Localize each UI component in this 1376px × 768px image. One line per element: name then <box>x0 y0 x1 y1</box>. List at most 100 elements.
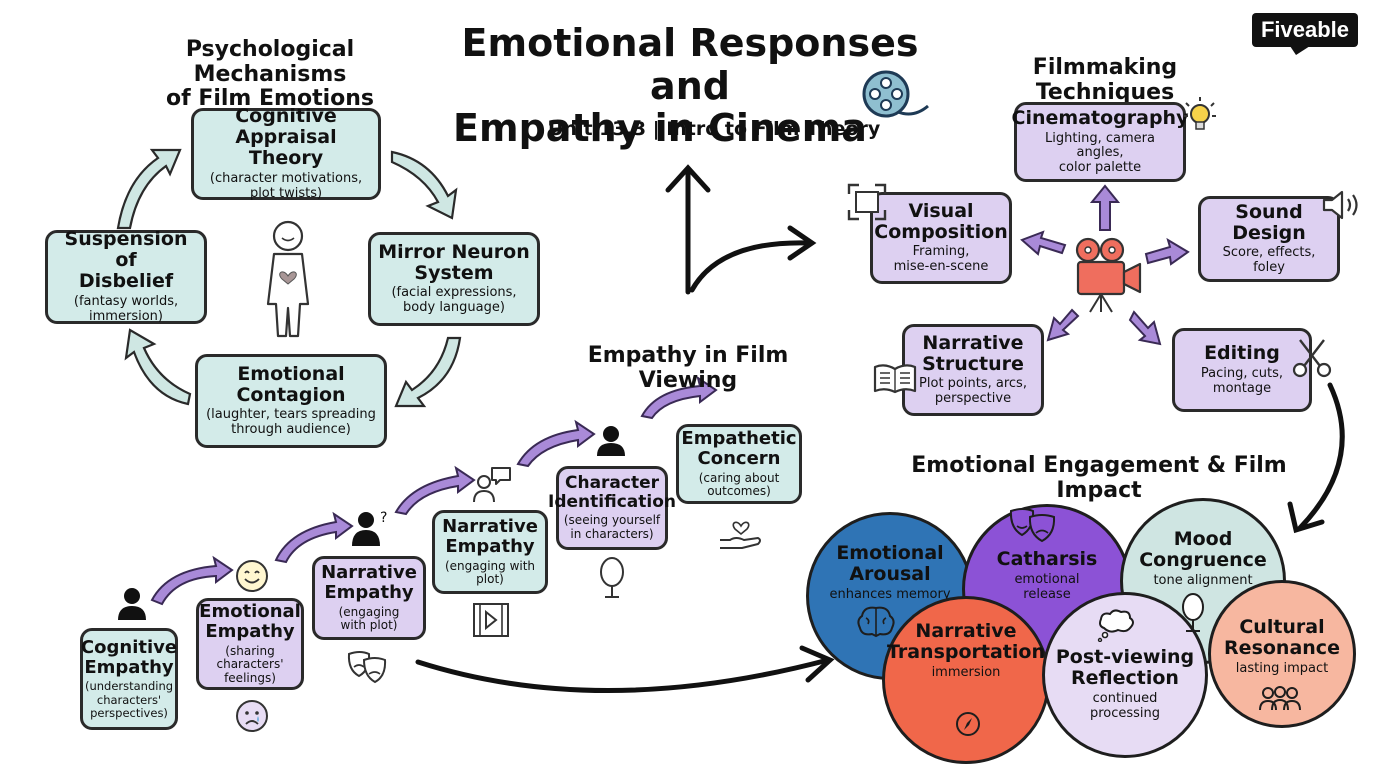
node-title: Appraisal Theory <box>235 126 337 170</box>
circle-desc: lasting impact <box>1235 660 1329 676</box>
compass-icon <box>956 712 980 736</box>
node-visual-composition[interactable]: Visual Composition Framing, mise-en-scen… <box>870 192 1012 284</box>
step-title: Narrative <box>442 515 538 537</box>
circle-title: Post-viewing <box>1055 646 1195 668</box>
page-subtitle: Unit 13.3 | Intro to Film Theory <box>548 118 881 140</box>
node-title: Contagion <box>236 383 346 406</box>
step-narrative-empathy-2[interactable]: Narrative Empathy (engaging with plot) <box>432 510 548 594</box>
step-character-identification[interactable]: Character Identification (seeing yoursel… <box>548 466 676 550</box>
page-title: Emotional Responses and Empathy in Cinem… <box>440 22 940 150</box>
step-title: Emotional <box>199 601 301 623</box>
node-cognitive-appraisal[interactable]: Cognitive Appraisal Theory (character mo… <box>191 106 381 201</box>
mirror-icon-2 <box>1182 593 1204 632</box>
node-editing[interactable]: Editing Pacing, cuts, montage <box>1172 328 1312 412</box>
node-title: Composition <box>874 220 1008 243</box>
node-title: Disbelief <box>78 270 174 293</box>
circle-desc: processing <box>1089 705 1161 721</box>
node-suspension-disbelief[interactable]: Suspension of Disbelief (fantasy worlds,… <box>45 228 207 324</box>
step-desc: feelings) <box>224 671 276 686</box>
node-desc: Lighting, camera angles, <box>1045 130 1155 161</box>
circle-title: Congruence <box>1139 548 1267 571</box>
step-desc: perspectives) <box>90 705 168 720</box>
node-title: Emotional <box>237 362 345 385</box>
brain-icon <box>857 606 895 638</box>
step-title: Empathy <box>324 581 414 603</box>
node-desc: (character motivations, <box>209 170 363 186</box>
speaker-icon <box>1322 190 1358 220</box>
circle-post-viewing-reflection[interactable]: Post-viewing Reflection continued proces… <box>1042 592 1208 758</box>
logo-text: Fiveable <box>1260 17 1350 42</box>
chat-person-icon <box>473 467 511 503</box>
step-desc: (engaging <box>338 604 400 619</box>
engagement-heading: Emotional Engagement & Film Impact <box>911 453 1287 503</box>
node-desc: foley <box>1253 260 1285 276</box>
step-title: Concern <box>697 447 781 469</box>
step-desc: (engaging with <box>444 558 536 573</box>
circle-desc: emotional <box>1014 571 1080 587</box>
movie-camera-icon <box>1075 237 1142 313</box>
step-desc: characters' <box>96 692 162 707</box>
technique-arrows <box>1020 184 1190 346</box>
circle-desc: enhances memory <box>829 586 951 602</box>
node-desc: Plot points, arcs, <box>919 376 1027 392</box>
step-narrative-empathy-1[interactable]: Narrative Empathy (engaging with plot) <box>312 556 426 640</box>
theater-masks-icon <box>347 651 387 684</box>
person-icon <box>118 588 146 620</box>
empathy-heading: Empathy in Film Viewing <box>587 343 789 393</box>
circle-desc: immersion <box>931 664 1001 680</box>
node-sound-design[interactable]: Sound Design Score, effects, foley <box>1198 196 1340 282</box>
circle-desc: release <box>1023 586 1071 602</box>
person-icon-2 <box>597 426 625 456</box>
fiveable-logo[interactable]: Fiveable <box>1252 13 1358 47</box>
node-emotional-contagion[interactable]: Emotional Contagion (laughter, tears spr… <box>195 354 387 448</box>
node-title: Visual <box>908 199 974 222</box>
circle-title: Emotional <box>836 542 944 564</box>
circle-title: Resonance <box>1224 636 1340 659</box>
node-desc: color palette <box>1058 160 1142 176</box>
circle-title: Mood <box>1173 528 1233 550</box>
central-right-arrow <box>689 225 817 293</box>
person-heart-icon <box>266 220 310 338</box>
node-title: Narrative <box>922 331 1024 354</box>
film-reel-icon <box>862 70 929 118</box>
title-line-2: Empathy in Cinema <box>453 106 867 151</box>
drama-masks-icon <box>1009 508 1056 543</box>
step-desc: plot) <box>476 572 504 587</box>
lightbulb-icon <box>1184 97 1216 130</box>
node-cinematography[interactable]: Cinematography Lighting, camera angles, … <box>1012 102 1188 182</box>
step-title: Narrative <box>321 561 417 583</box>
node-desc: (fantasy worlds, <box>73 293 179 309</box>
step-desc: with plot) <box>340 618 398 633</box>
step-emotional-empathy[interactable]: Emotional Empathy (sharing characters' f… <box>196 598 304 690</box>
node-desc: (facial expressions, <box>391 285 517 301</box>
sad-face-icon <box>236 700 268 732</box>
step-desc: outcomes) <box>707 484 771 499</box>
central-up-arrow <box>665 164 711 295</box>
circle-title: Catharsis <box>996 548 1098 570</box>
title-line-1: Emotional Responses and <box>461 21 919 108</box>
circle-cultural-resonance[interactable]: Cultural Resonance lasting impact <box>1208 580 1356 728</box>
node-title: Suspension of <box>64 228 188 272</box>
circle-title: Reflection <box>1071 666 1179 689</box>
mirror-icon <box>600 557 624 598</box>
step-desc: (understanding <box>84 679 174 694</box>
circle-narrative-transportation[interactable]: Narrative Transportation immersion <box>882 596 1050 764</box>
step-title: Identification <box>548 491 676 512</box>
node-desc: through audience) <box>231 422 351 438</box>
node-title: Mirror Neuron <box>378 240 530 263</box>
circle-desc: tone alignment <box>1153 572 1253 588</box>
node-desc: immersion) <box>89 308 163 324</box>
circle-title: Narrative <box>915 620 1017 642</box>
node-desc: Framing, <box>912 244 970 260</box>
step-desc: characters' <box>216 657 284 672</box>
step-empathetic-concern[interactable]: Empathetic Concern (caring about outcome… <box>676 424 802 504</box>
logo-tail-icon <box>1290 46 1310 55</box>
scissors-icon <box>1292 339 1332 378</box>
circle-title: Transportation <box>886 640 1045 663</box>
step-title: Cognitive <box>80 636 178 658</box>
node-mirror-neuron[interactable]: Mirror Neuron System (facial expressions… <box>368 232 540 326</box>
node-narrative-structure[interactable]: Narrative Structure Plot points, arcs, p… <box>902 324 1044 416</box>
step-desc: in characters) <box>570 527 654 542</box>
step-cognitive-empathy[interactable]: Cognitive Empathy (understanding charact… <box>80 628 178 730</box>
psych-heading: Psychological Mechanisms of Film Emotion… <box>120 37 420 112</box>
